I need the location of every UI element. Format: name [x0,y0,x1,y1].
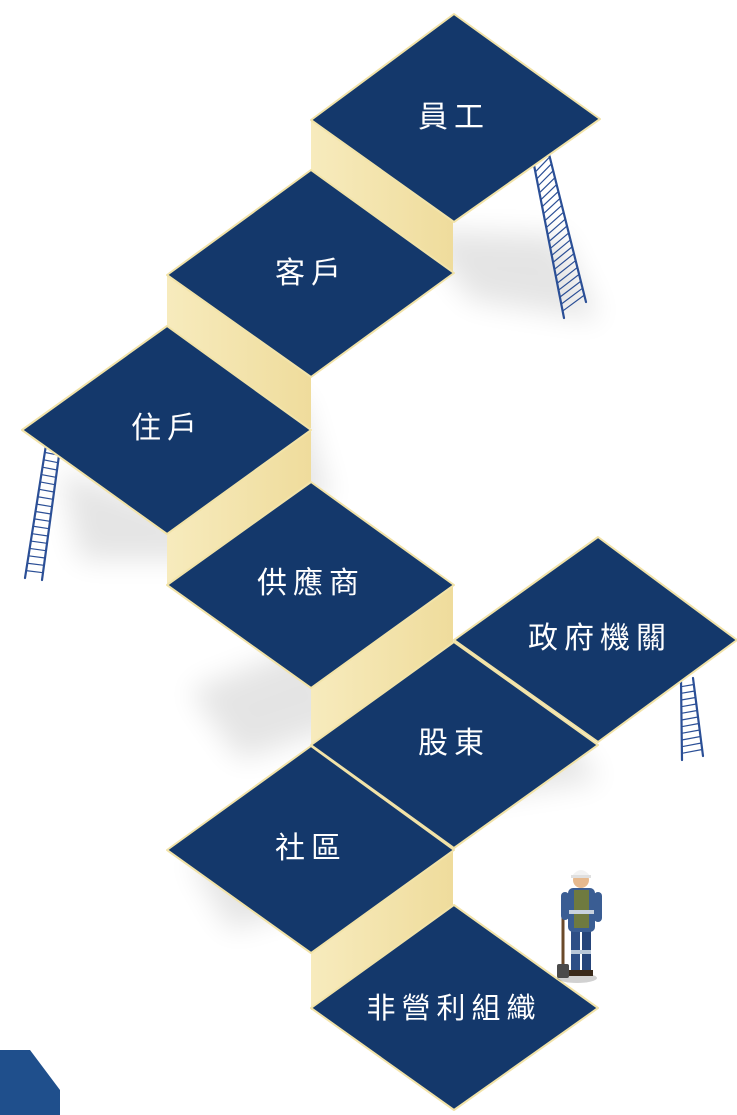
tile-suppliers: 供應商 [166,481,455,689]
tile-suppliers-face [166,481,455,689]
tile-shareholders: 股東 [310,641,599,849]
tile-customers: 客戶 [166,169,455,378]
tile-nonprofit: 非營利組織 [310,904,599,1111]
ladder-icon [532,148,588,320]
ladder-icon [679,676,705,762]
stakeholder-tiles: 員工 客戶 住戶 供應商 政府機關 股東 社區 非營利組織 [21,13,737,1111]
tile-customers-face [166,169,455,378]
ladder-icon [23,443,62,582]
tile-residents-face [21,325,312,535]
tile-community: 社區 [166,745,455,954]
tile-employees-face [310,13,601,223]
tile-government: 政府機關 [453,536,737,743]
corner-decoration [0,1050,60,1115]
tile-nonprofit-label: 非營利組織 [366,991,541,1025]
tile-residents: 住戶 [21,325,312,535]
tile-suppliers-label: 供應商 [257,566,365,601]
worker-figure-icon [557,870,602,983]
tile-shareholders-label: 股東 [418,726,490,761]
tile-government-face [453,536,737,743]
tile-community-label: 社區 [275,831,347,866]
tile-employees-label: 員工 [418,100,490,135]
tile-nonprofit-face [310,904,599,1111]
ladders [23,148,705,762]
tile-residents-label: 住戶 [131,411,203,446]
tile-customers-label: 客戶 [275,256,347,291]
tile-employees: 員工 [310,13,601,223]
tile-community-face [166,745,455,954]
tile-government-label: 政府機關 [528,621,672,656]
tile-shareholders-face [310,641,599,849]
